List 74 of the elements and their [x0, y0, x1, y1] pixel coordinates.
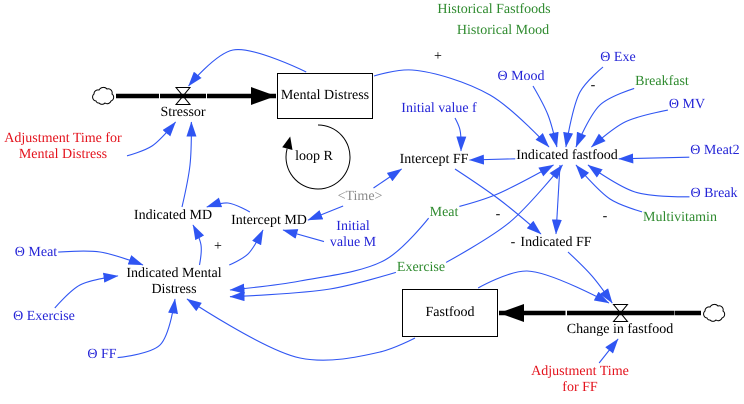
- variable-label: Initial value f: [401, 101, 477, 117]
- polarity-sign: +: [214, 239, 222, 255]
- variable-label: Historical Mood: [456, 23, 550, 39]
- variable-label: Exercise: [396, 260, 446, 276]
- link-arrow: [54, 272, 118, 308]
- stock-label: Fastfood: [426, 305, 474, 321]
- link-arrow: [181, 122, 196, 208]
- link-arrow: [192, 224, 204, 266]
- flow-pipe: [207, 87, 276, 105]
- link-arrow: [552, 164, 562, 234]
- link-arrow: [454, 168, 542, 234]
- polarity-sign: -: [602, 209, 608, 225]
- link-arrow: [588, 164, 690, 198]
- link-arrow: [186, 298, 416, 361]
- link-arrow: [576, 88, 634, 148]
- link-arrow: [230, 272, 396, 302]
- variable-label: Breakfast: [635, 74, 689, 90]
- link-arrow: [591, 109, 668, 148]
- link-arrow: [468, 154, 516, 165]
- flow-label: Change in fastfood: [566, 322, 674, 338]
- variable-label: Θ Meat2: [690, 143, 740, 159]
- link-arrow: [532, 86, 559, 148]
- loop-label: loop R: [295, 149, 333, 165]
- link-arrow: [282, 229, 324, 242]
- variable-label: Indicated MD: [134, 208, 212, 224]
- stock-box: [277, 73, 373, 119]
- variable-label: Θ FF: [87, 347, 117, 363]
- link-arrow: [568, 252, 613, 304]
- variable-label: Intercept FF: [400, 152, 468, 168]
- variable-label: Θ Mood: [497, 69, 545, 85]
- link-arrow: [206, 198, 250, 212]
- stock-label: Mental Distress: [280, 88, 370, 104]
- link-arrow: [373, 168, 402, 188]
- polarity-sign: +: [434, 49, 442, 65]
- flow-pipe: [499, 304, 566, 322]
- polarity-sign: -: [510, 235, 516, 251]
- flow-pipe: [116, 94, 159, 98]
- link-arrow: [598, 338, 618, 364]
- variable-label: Θ Exercise: [13, 309, 75, 325]
- variable-label: Adjustment Time for FF: [525, 364, 635, 396]
- variable-label: Initial value M: [325, 219, 381, 251]
- variable-label: <Time>: [338, 189, 382, 205]
- flow-pipe: [674, 310, 701, 316]
- link-arrow: [188, 49, 306, 86]
- link-arrow: [307, 205, 344, 221]
- variable-label: Adjustment Time for Mental Distress: [0, 131, 126, 163]
- polarity-sign: -: [590, 78, 596, 94]
- link-arrow: [459, 164, 554, 207]
- variable-label: Indicated fastfood: [516, 148, 618, 164]
- link-arrow: [576, 164, 642, 212]
- variable-label: Indicated Mental Distress: [119, 266, 229, 298]
- link-arrow: [58, 250, 144, 266]
- link-arrow: [230, 218, 430, 294]
- variable-label: Meat: [430, 205, 458, 221]
- flow-label: Stressor: [160, 105, 206, 121]
- stock-box: [402, 289, 498, 337]
- link-arrow: [478, 270, 610, 304]
- link-arrow: [229, 230, 264, 266]
- variable-label: Intercept MD: [231, 213, 307, 229]
- variable-label: Historical Fastfoods: [437, 2, 551, 18]
- variable-label: Θ MV: [668, 97, 706, 113]
- link-arrow: [618, 153, 690, 164]
- link-arrow: [454, 118, 466, 152]
- variable-label: Θ Break: [690, 186, 738, 202]
- polarity-sign: -: [496, 207, 500, 223]
- link-arrow: [446, 164, 563, 263]
- variable-label: Multivitamin: [643, 210, 717, 226]
- variable-label: Indicated FF: [520, 235, 592, 251]
- link-arrow: [563, 66, 604, 148]
- link-arrow: [126, 122, 176, 156]
- link-arrow: [374, 69, 550, 148]
- variable-label: Θ Exe: [600, 50, 636, 66]
- link-arrow: [118, 298, 178, 358]
- variable-label: Θ Meat: [14, 245, 58, 261]
